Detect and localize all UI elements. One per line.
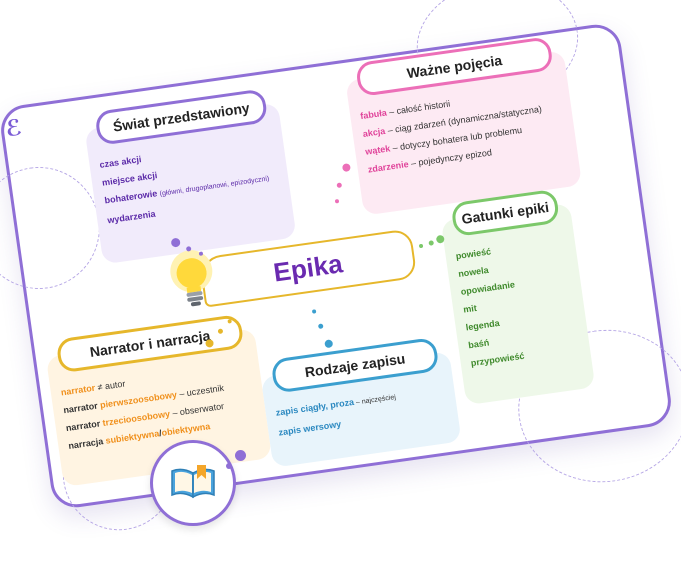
term: zdarzenie bbox=[366, 158, 409, 175]
connector-dot bbox=[198, 250, 203, 256]
term: wątek bbox=[364, 142, 391, 157]
definition: – uczestnik bbox=[175, 382, 225, 399]
term: fabuła bbox=[359, 107, 387, 121]
decor-dot bbox=[235, 450, 246, 461]
item-term: bohaterowie bbox=[103, 187, 158, 206]
term: narrator bbox=[62, 399, 101, 415]
connector-dot bbox=[317, 322, 324, 329]
connector-dot bbox=[427, 239, 434, 246]
definition: – obserwator bbox=[168, 400, 225, 418]
term: akcja bbox=[361, 125, 386, 139]
connector-dot bbox=[418, 243, 423, 248]
decor-dot bbox=[226, 463, 232, 469]
connector-dot bbox=[170, 237, 181, 248]
connector-dot bbox=[341, 162, 351, 172]
term-highlight: subiektywna bbox=[104, 427, 160, 446]
book-badge bbox=[150, 440, 236, 526]
connector-dot bbox=[334, 198, 339, 203]
card-gatunki-epiki: Gatunki epiki powieść nowela opowiadanie… bbox=[440, 188, 595, 405]
definition: ≠ autor bbox=[93, 378, 126, 393]
connector-dot bbox=[204, 338, 214, 348]
card-swiat-przedstawiony: Świat przedstawiony czas akcji miejsce a… bbox=[84, 87, 297, 264]
mind-map-board: ℰ Świat przedstawiony czas akcji miejsce… bbox=[0, 0, 681, 537]
term: narrator bbox=[59, 382, 96, 397]
connector-dot bbox=[185, 245, 192, 252]
connector-dot bbox=[311, 308, 316, 314]
term: narracja bbox=[67, 435, 106, 451]
card-rodzaje-zapisu: Rodzaje zapisu zapis ciągły, proza – naj… bbox=[260, 336, 462, 468]
open-book-icon bbox=[171, 465, 215, 499]
term-highlight: obiektywna bbox=[160, 420, 211, 438]
connector-dot bbox=[217, 327, 223, 334]
connector-dot bbox=[226, 318, 232, 324]
connector-dot bbox=[323, 338, 333, 348]
brand-logo: ℰ bbox=[3, 114, 23, 142]
connector-dot bbox=[435, 234, 445, 244]
connector-dot bbox=[335, 181, 342, 188]
lightbulb-icon bbox=[169, 249, 212, 306]
term: narrator bbox=[64, 417, 103, 433]
definition: – najczęściej bbox=[353, 393, 396, 407]
term: zapis ciągły, proza bbox=[274, 396, 355, 418]
